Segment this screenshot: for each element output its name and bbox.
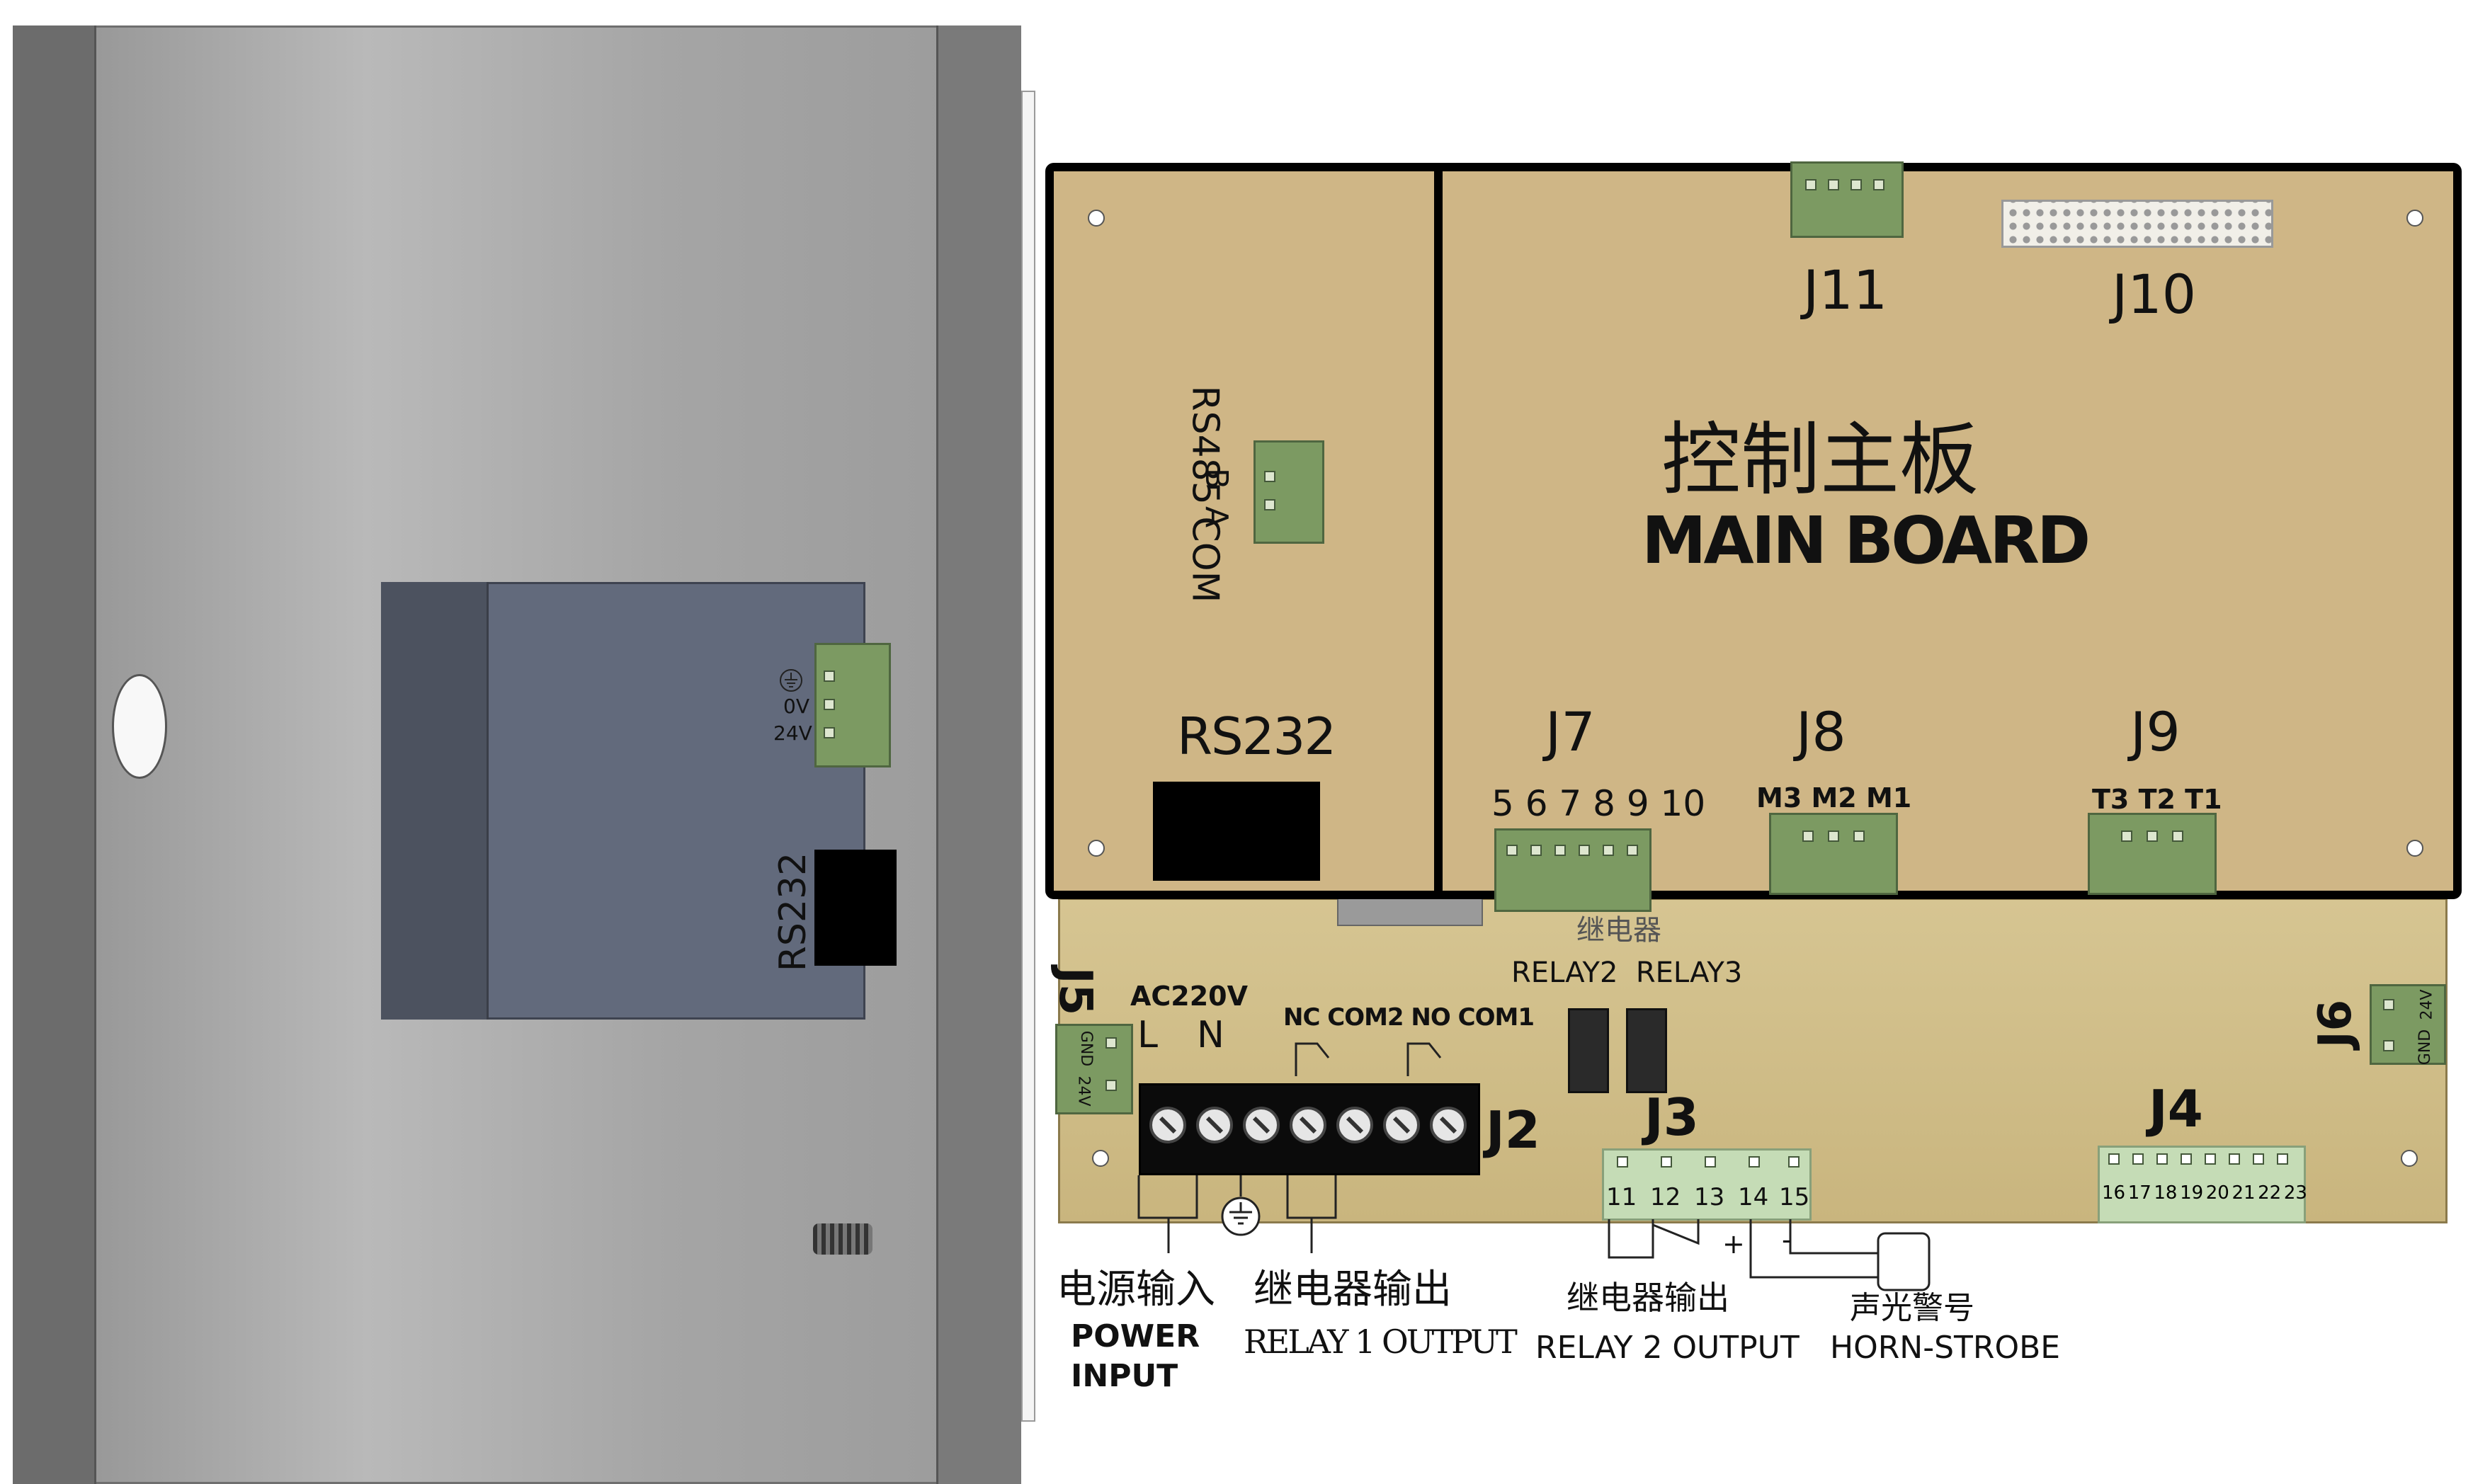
minus-label: -	[1782, 1224, 1792, 1255]
j3-connector	[1602, 1148, 1812, 1221]
j4-pin-labels: 16 17 18 19 20 21 22 23	[2102, 1182, 2307, 1204]
rs232-label: RS232	[1177, 707, 1336, 766]
j3-pin-13: 13	[1694, 1183, 1725, 1211]
relay2-caption-en: RELAY 2 OUTPUT	[1535, 1330, 1800, 1366]
power-caption-en-2: INPUT	[1071, 1358, 1178, 1394]
j9-connector	[2088, 813, 2217, 895]
plus-label: +	[1722, 1228, 1745, 1260]
power-caption-cn: 电源输入	[1057, 1267, 1215, 1313]
main-board-divider	[1434, 163, 1443, 899]
relay2	[1568, 1008, 1609, 1093]
relay3	[1626, 1008, 1667, 1093]
j4-pin-18: 18	[2154, 1182, 2178, 1204]
relay-cn-label: 继电器	[1576, 914, 1661, 947]
j6-label: J6	[2309, 999, 2363, 1049]
power-caption-en-1: POWER	[1071, 1318, 1200, 1354]
rs232-port	[1153, 782, 1320, 881]
j5-24v-label: 24V	[1074, 1075, 1093, 1107]
psu-rs232-label: RS232	[772, 852, 815, 972]
psu-0v-label: 0V	[783, 695, 809, 718]
relay-terminals-label: NC COM2 NO COM1	[1283, 1003, 1535, 1032]
j4-pin-21: 21	[2232, 1182, 2256, 1204]
j3-pin-14: 14	[1738, 1183, 1769, 1211]
relay2-caption-cn: 继电器输出	[1567, 1279, 1729, 1317]
cable-entry-hole	[112, 674, 167, 779]
j4-pin-19: 19	[2180, 1182, 2204, 1204]
board-title-cn: 控制主板	[1661, 414, 1979, 506]
ac220v-label: AC220V	[1130, 981, 1249, 1012]
j8-connector	[1769, 813, 1898, 895]
rs485-b-label: B	[1198, 467, 1235, 490]
relay1-caption-en: RELAY 1 OUTPUT	[1244, 1323, 1518, 1361]
j5-connector	[1055, 1024, 1133, 1114]
l-label: L	[1137, 1014, 1158, 1056]
rs485-a-label: A	[1198, 506, 1235, 528]
j7-connector	[1494, 828, 1652, 912]
j4-pin-23: 23	[2283, 1182, 2307, 1204]
horn-caption-cn: 声光警号	[1850, 1290, 1974, 1326]
ground-symbol-icon	[779, 668, 803, 692]
j10-label: J10	[2112, 263, 2197, 326]
j4-connector	[2098, 1146, 2306, 1223]
j6-24v-label: 24V	[2418, 989, 2436, 1020]
main-board-hole-tr	[2406, 210, 2423, 227]
rs485-connector	[1253, 440, 1324, 544]
horn-caption-en: HORN-STROBE	[1830, 1330, 2061, 1366]
psu-rs232-port	[814, 850, 897, 966]
main-board-hole-br	[2406, 840, 2423, 857]
rs485-label: RS485 COM	[1183, 385, 1227, 603]
lower-board-hole-right	[2401, 1150, 2418, 1167]
j5-gnd-label: GND	[1077, 1030, 1096, 1067]
j3-pin-15: 15	[1779, 1183, 1810, 1211]
lower-board-hole-left	[1092, 1150, 1109, 1167]
j8-label: J8	[1796, 700, 1846, 763]
j5-label: J5	[1049, 966, 1102, 1016]
enclosure-left-rail	[13, 25, 96, 1484]
psu-output-connector	[814, 643, 891, 767]
j4-pin-22: 22	[2258, 1182, 2282, 1204]
j3-pin-12: 12	[1650, 1183, 1681, 1211]
relay1-caption-cn: 继电器输出	[1253, 1267, 1452, 1313]
j9-pins-label: T3 T2 T1	[2092, 784, 2222, 815]
j11-connector	[1790, 161, 1904, 238]
j4-pin-17: 17	[2127, 1182, 2151, 1204]
j8-pins-label: M3 M2 M1	[1756, 782, 1912, 814]
j4-pin-20: 20	[2205, 1182, 2229, 1204]
enclosure-hinge	[1021, 91, 1035, 1422]
j4-pin-16: 16	[2102, 1182, 2126, 1204]
enclosure-right-rail	[936, 25, 1021, 1484]
j9-label: J9	[2130, 700, 2181, 763]
relay-en-label: RELAY2 RELAY3	[1511, 957, 1743, 989]
j4-label: J4	[2149, 1079, 2203, 1138]
j6-gnd-label: GND	[2416, 1029, 2435, 1066]
main-board-hole-tl	[1088, 210, 1105, 227]
j3-label: J3	[1644, 1088, 1699, 1147]
j10-ribbon-connector	[2001, 200, 2273, 248]
j7-pins-label: 5 6 7 8 9 10	[1491, 783, 1706, 824]
j2-terminal-block	[1139, 1083, 1480, 1175]
j7-label: J7	[1545, 700, 1596, 763]
main-board-hole-bl	[1088, 840, 1105, 857]
j6-connector	[2370, 984, 2446, 1065]
n-label: N	[1197, 1014, 1224, 1056]
psu-24v-label: 24V	[773, 721, 812, 745]
j11-label: J11	[1803, 258, 1888, 321]
j3-pin-11: 11	[1606, 1183, 1637, 1211]
board-title-en: MAIN BOARD	[1642, 503, 2091, 578]
power-supply-side	[381, 582, 489, 1020]
mounting-screw	[813, 1223, 872, 1255]
j2-label: J2	[1486, 1100, 1540, 1160]
board-standoff	[1337, 895, 1483, 926]
